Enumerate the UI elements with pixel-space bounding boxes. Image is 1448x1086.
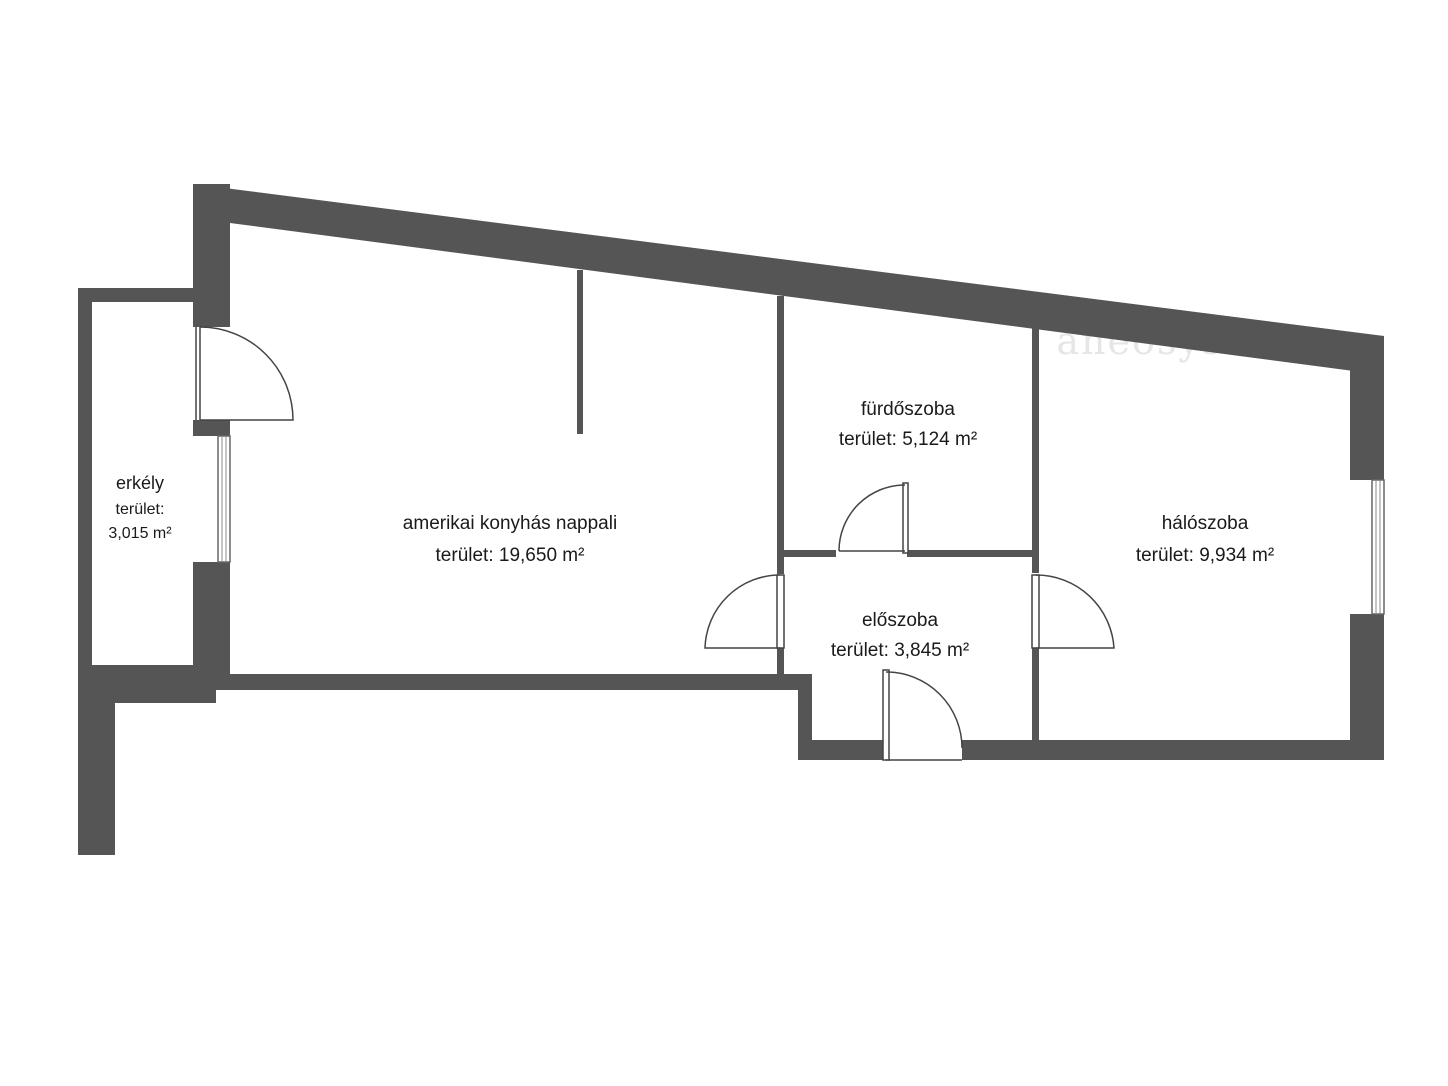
living-bath-wall-upper	[777, 296, 784, 574]
top-slanted-wall	[193, 184, 1384, 375]
hall-bedroom-wall-lower	[1032, 648, 1039, 744]
bathroom-name: fürdőszoba	[861, 399, 955, 420]
right-wall-lower	[1350, 614, 1384, 760]
living-room-label: amerikai konyhás nappali terület: 19,650…	[403, 513, 617, 566]
bottom-wall-entrance-left	[798, 740, 884, 760]
living-room-door[interactable]	[704, 574, 785, 649]
bottom-wall-entrance-right	[962, 740, 1384, 760]
bath-floor-wall-right	[907, 550, 1039, 557]
hall-area: terület: 3,845 m²	[831, 640, 969, 661]
bedroom-name: hálószoba	[1162, 513, 1249, 534]
hall-left-wall	[798, 674, 812, 760]
hall-label: előszoba terület: 3,845 m²	[831, 610, 969, 661]
balcony-name: erkély	[116, 473, 164, 493]
right-wall-upper	[1350, 336, 1384, 480]
left-wall-upper	[193, 184, 230, 327]
balcony-label: erkély terület: 3,015 m²	[108, 473, 172, 542]
balcony-lower-leg	[78, 700, 115, 855]
bathroom-door[interactable]	[838, 482, 909, 554]
bathroom-label: fürdőszoba terület: 5,124 m²	[839, 399, 977, 450]
bedroom-window	[1371, 479, 1385, 615]
bath-floor-wall-left	[777, 550, 836, 557]
balcony-area-value: 3,015 m²	[108, 525, 172, 542]
balcony-window	[217, 435, 231, 563]
balcony-top-wall	[78, 288, 193, 302]
bottom-wall-living	[216, 674, 812, 690]
kitchen-partition	[577, 270, 583, 434]
entrance-door[interactable]	[882, 669, 963, 761]
living-room-name: amerikai konyhás nappali	[403, 513, 617, 534]
balcony-bottom-wall	[78, 665, 216, 703]
living-hall-wall-lower	[777, 648, 784, 678]
bedroom-door[interactable]	[1031, 574, 1115, 649]
hall-name: előszoba	[862, 610, 938, 631]
balcony-door[interactable]	[195, 326, 294, 421]
living-room-area: terület: 19,650 m²	[436, 545, 585, 566]
bedroom-area: terület: 9,934 m²	[1136, 545, 1274, 566]
bathroom-area: terület: 5,124 m²	[839, 429, 977, 450]
balcony-area-label: terület:	[116, 501, 165, 518]
bath-bedroom-wall	[1032, 325, 1039, 573]
left-wall-mid	[193, 420, 230, 436]
bedroom-label: hálószoba terület: 9,934 m²	[1136, 513, 1274, 566]
